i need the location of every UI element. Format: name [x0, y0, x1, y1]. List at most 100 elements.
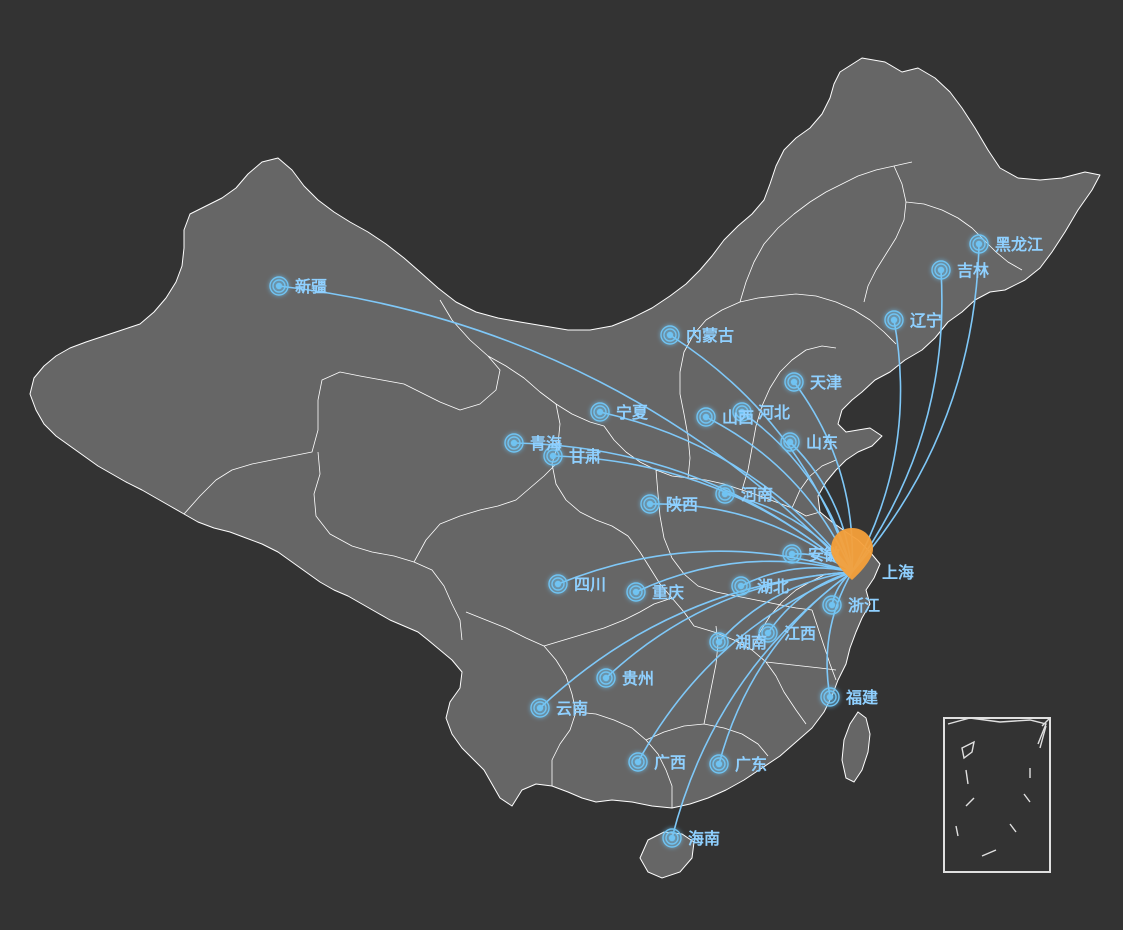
city-marker-ring — [709, 632, 729, 652]
city-marker-ring — [783, 435, 797, 449]
city-marker-ring — [715, 638, 723, 646]
city-marker-ring — [590, 402, 610, 422]
city-label: 辽宁 — [910, 311, 942, 330]
city-marker-ring — [738, 408, 746, 416]
city-marker-ring — [890, 316, 898, 324]
city-label: 贵州 — [622, 669, 654, 688]
city-marker-ring — [712, 757, 726, 771]
city-marker-ring — [628, 752, 648, 772]
city-marker-ring — [931, 260, 951, 280]
city-marker[interactable] — [820, 687, 840, 707]
city-marker-ring — [731, 576, 751, 596]
city-marker-ring — [764, 629, 772, 637]
city-label: 浙江 — [848, 596, 880, 615]
city-marker-ring — [715, 760, 723, 768]
city-marker[interactable] — [628, 752, 648, 772]
location-pin-icon[interactable] — [831, 528, 873, 580]
city-marker-ring — [712, 635, 726, 649]
city-marker-ring — [732, 402, 752, 422]
city-marker[interactable] — [662, 828, 682, 848]
city-marker[interactable] — [709, 632, 729, 652]
city-marker-ring — [787, 375, 801, 389]
city-marker[interactable] — [504, 433, 524, 453]
city-label: 天津 — [810, 374, 842, 392]
city-marker-ring — [631, 755, 645, 769]
flow-line — [649, 503, 853, 573]
city-marker[interactable] — [884, 310, 904, 330]
city-marker[interactable] — [548, 574, 568, 594]
city-marker-ring — [626, 582, 646, 602]
city-marker[interactable] — [715, 484, 735, 504]
city-marker-ring — [507, 436, 521, 450]
city-marker-ring — [602, 674, 610, 682]
city-label: 江西 — [784, 625, 816, 643]
city-marker-ring — [937, 266, 945, 274]
city-marker[interactable] — [626, 582, 646, 602]
city-marker[interactable] — [530, 698, 550, 718]
city-marker-ring — [549, 452, 557, 460]
flow-line — [718, 571, 853, 643]
city-marker-ring — [668, 834, 676, 842]
city-marker-ring — [665, 831, 679, 845]
city-marker[interactable] — [758, 623, 778, 643]
city-marker-ring — [737, 582, 745, 590]
hub-marker[interactable]: 上海 — [831, 528, 914, 582]
hainan-island — [639, 831, 695, 879]
city-marker[interactable] — [731, 576, 751, 596]
city-label: 重庆 — [652, 583, 684, 602]
city-marker[interactable] — [660, 325, 680, 345]
city-marker-ring — [510, 439, 518, 447]
city-marker-ring — [975, 240, 983, 248]
city-marker-ring — [825, 598, 839, 612]
city-marker[interactable] — [640, 494, 660, 514]
city-label: 河北 — [758, 403, 790, 422]
flow-line — [851, 269, 943, 573]
city-marker[interactable] — [732, 402, 752, 422]
flow-line — [637, 571, 853, 763]
city-marker[interactable] — [709, 754, 729, 774]
city-marker[interactable] — [784, 372, 804, 392]
hub-label: 上海 — [882, 563, 914, 582]
city-marker[interactable] — [822, 595, 842, 615]
city-marker-ring — [543, 446, 563, 466]
city-marker[interactable] — [596, 668, 616, 688]
city-marker-ring — [972, 237, 986, 251]
city-marker-ring — [546, 449, 560, 463]
flow-line — [740, 567, 853, 587]
province-borders — [183, 161, 1023, 808]
city-label: 广东 — [735, 755, 767, 774]
city-marker-ring — [758, 623, 778, 643]
city-marker[interactable] — [696, 407, 716, 427]
city-marker-ring — [826, 693, 834, 701]
city-marker-ring — [699, 410, 713, 424]
city-marker-ring — [554, 580, 562, 588]
flow-line — [278, 285, 853, 573]
city-marker[interactable] — [780, 432, 800, 452]
flow-line — [539, 571, 853, 709]
city-marker-ring — [828, 601, 836, 609]
city-marker[interactable] — [782, 544, 802, 564]
city-marker-ring — [782, 544, 802, 564]
city-label: 青海 — [530, 434, 562, 453]
city-label: 山西 — [722, 409, 754, 427]
city-marker[interactable] — [931, 260, 951, 280]
city-marker-ring — [269, 276, 289, 296]
city-labels: 新疆黑龙江吉林辽宁内蒙古天津宁夏山西河北山东青海甘肃陕西河南安徽四川重庆湖北浙江… — [295, 235, 1043, 848]
city-marker-ring — [504, 433, 524, 453]
city-marker-ring — [275, 282, 283, 290]
flow-line — [671, 571, 853, 839]
city-marker[interactable] — [543, 446, 563, 466]
city-marker[interactable] — [969, 234, 989, 254]
city-marker-ring — [790, 378, 798, 386]
city-label: 福建 — [845, 688, 878, 707]
city-marker-ring — [780, 432, 800, 452]
city-marker-ring — [629, 585, 643, 599]
city-marker[interactable] — [590, 402, 610, 422]
flow-line — [826, 571, 853, 698]
city-label: 云南 — [556, 699, 588, 718]
city-marker[interactable] — [269, 276, 289, 296]
city-marker-ring — [784, 372, 804, 392]
city-marker-ring — [646, 500, 654, 508]
flow-line — [851, 243, 980, 573]
